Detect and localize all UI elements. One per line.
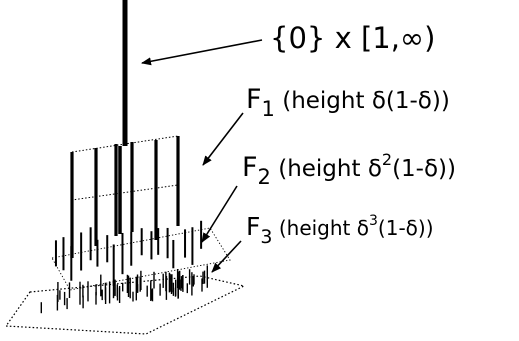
arrow-f2 bbox=[201, 185, 238, 243]
level-2-plane bbox=[51, 227, 231, 291]
arrow-top-label bbox=[141, 39, 263, 66]
arrow-f1 bbox=[202, 112, 244, 166]
label-f3: F3 (height δ3(1-δ)) bbox=[246, 212, 434, 248]
label-infinite-ray: {0} x [1,∞) bbox=[270, 21, 435, 55]
level-1-plane bbox=[71, 135, 179, 201]
base-plane bbox=[4, 275, 246, 335]
level-planes bbox=[51, 135, 231, 291]
arrow-f3 bbox=[211, 240, 242, 273]
spikes-level-3 bbox=[40, 265, 209, 314]
spikes-level-1 bbox=[70, 136, 180, 258]
label-f1: F1 (height δ(1-δ)) bbox=[246, 84, 450, 121]
label-f2: F2 (height δ2(1-δ)) bbox=[242, 150, 456, 189]
